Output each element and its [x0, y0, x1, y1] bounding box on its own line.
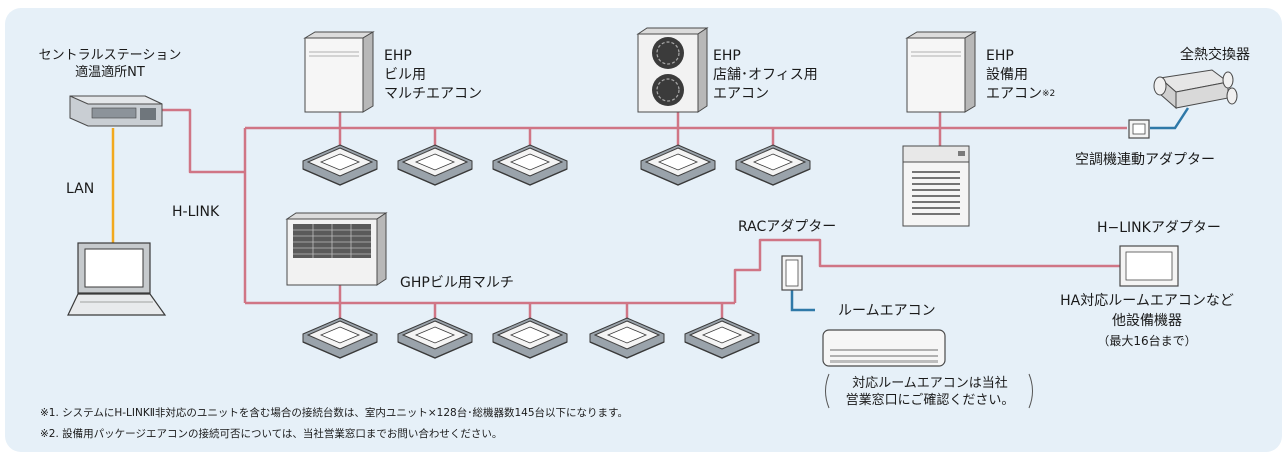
- ha-equipment-label-line3: （最大16台まで）: [1097, 334, 1197, 348]
- ehp-equipment-label-line3: エアコン: [986, 86, 1042, 102]
- ehp-store-label-line1: EHP: [713, 48, 741, 64]
- equipment-indoor-unit: [902, 145, 970, 227]
- footnote-1: ※1. システムにH-LINKⅡ非対応のユニットを含む場合の接続台数は、室内ユニ…: [40, 407, 628, 419]
- footnote-2: ※2. 設備用パッケージエアコンの接続可否については、当社営業窓口までお問い合わ…: [40, 428, 503, 440]
- ghp-label: GHPビル用マルチ: [400, 275, 514, 291]
- ehp-equipment-label-line2: 設備用: [986, 67, 1028, 83]
- ehp-building-label-line2: ビル用: [384, 67, 426, 83]
- hlink-label: H-LINK: [172, 204, 220, 220]
- ehp-equipment-label: EHP 設備用 エアコン※2: [986, 47, 1055, 104]
- erv-unit-device: [1153, 69, 1238, 110]
- room-ac-note-line1: 対応ルームエアコンは当社: [852, 376, 1008, 391]
- central-station-device: [69, 95, 163, 127]
- room-ac-note: 対応ルームエアコンは当社 営業窓口にご確認ください。: [832, 375, 1028, 409]
- indoor-cassette-unit: [397, 317, 473, 359]
- ehp-equipment-outdoor-unit: [906, 31, 976, 113]
- ac-adapter-label: 空調機連動アダプター: [1075, 152, 1215, 168]
- ghp-outdoor-unit: [285, 212, 388, 286]
- ehp-store-label-line3: エアコン: [713, 86, 769, 102]
- hlink-adapter-label: H−LINKアダプター: [1097, 220, 1221, 236]
- hlink-wiring: [162, 108, 1127, 320]
- central-station-label-line2: 適温適所NT: [75, 65, 145, 80]
- central-station-label-line1: セントラルステーション: [38, 48, 182, 63]
- indoor-cassette-unit: [302, 317, 378, 359]
- ac-interlock-adapter-device: [1128, 119, 1150, 139]
- ehp-building-label: EHP ビル用 マルチエアコン: [384, 47, 482, 104]
- hlink-adapter-device: [1119, 245, 1179, 287]
- room-ac-device: [822, 329, 946, 367]
- indoor-cassette-unit: [397, 144, 473, 186]
- ehp-building-outdoor-unit: [304, 31, 374, 113]
- indoor-cassette-unit: [492, 144, 568, 186]
- rac-adapter-device: [781, 255, 803, 291]
- room-ac-label: ルームエアコン: [838, 303, 936, 319]
- indoor-cassette-unit: [589, 317, 665, 359]
- ehp-building-label-line3: マルチエアコン: [384, 86, 482, 102]
- central-station-label: セントラルステーション 適温適所NT: [30, 47, 190, 81]
- indoor-cassette-unit: [302, 144, 378, 186]
- laptop-device: [67, 242, 167, 316]
- ehp-store-label-line2: 店舗･オフィス用: [713, 67, 818, 83]
- room-ac-note-line2: 営業窓口にご確認ください。: [845, 393, 1015, 408]
- adapter-links: [790, 107, 1190, 312]
- lan-label: LAN: [66, 181, 95, 197]
- indoor-cassette-unit: [640, 144, 716, 186]
- indoor-cassette-unit: [492, 317, 568, 359]
- ehp-store-label: EHP 店舗･オフィス用 エアコン: [713, 47, 818, 104]
- indoor-cassette-unit: [684, 317, 760, 359]
- ha-equipment-label: HA対応ルームエアコンなど 他設備機器 （最大16台まで）: [1032, 291, 1262, 351]
- ehp-equipment-label-line1: EHP: [986, 48, 1014, 64]
- ha-equipment-label-line2: 他設備機器: [1112, 313, 1182, 329]
- ehp-equipment-note-marker: ※2: [1042, 89, 1056, 99]
- erv-label: 全熱交換器: [1180, 47, 1250, 63]
- indoor-cassette-unit: [735, 144, 811, 186]
- ehp-store-outdoor-unit: [636, 27, 709, 113]
- ehp-building-label-line1: EHP: [384, 48, 412, 64]
- ha-equipment-label-line1: HA対応ルームエアコンなど: [1060, 293, 1234, 309]
- rac-adapter-label: RACアダプター: [738, 219, 837, 235]
